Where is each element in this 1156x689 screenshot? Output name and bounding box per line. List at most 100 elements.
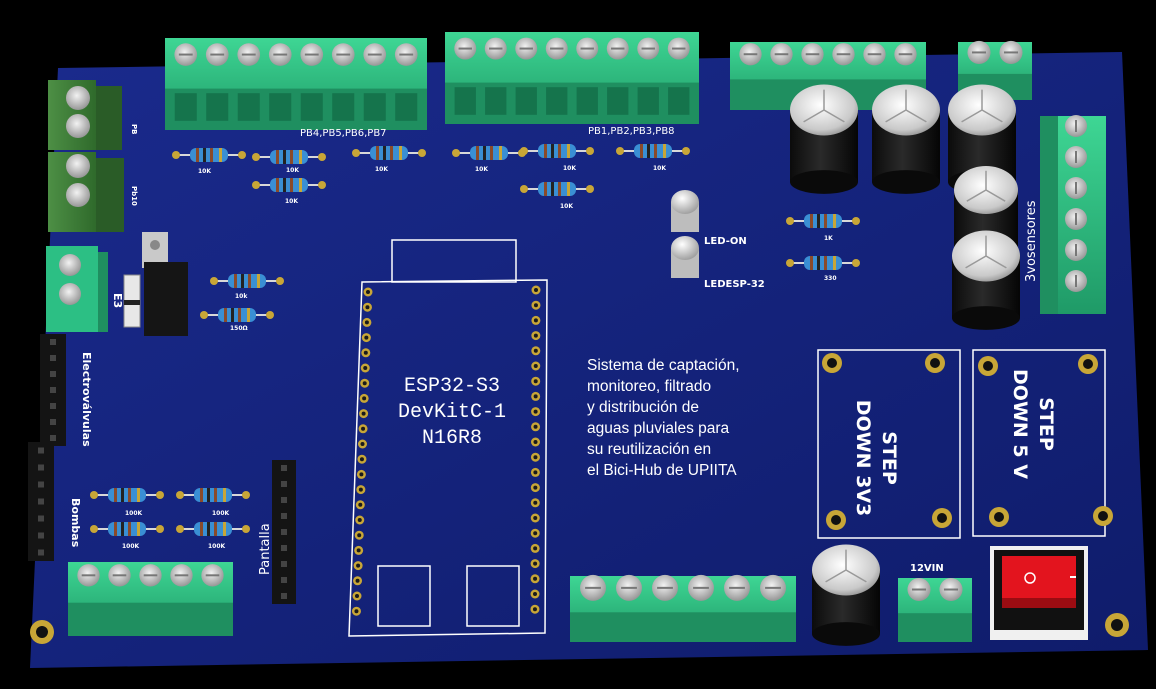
esp32-pin-hole (533, 379, 538, 384)
resistor-pad (176, 491, 184, 499)
esp32-pin-hole (533, 485, 538, 490)
header-pantalla (272, 460, 296, 604)
resistor-band (283, 178, 286, 192)
resistor-band (567, 182, 570, 196)
step-down-outlines (817, 349, 1106, 539)
resistor-band (558, 144, 561, 158)
resistor-pad (318, 181, 326, 189)
terminal-block-e3 (46, 246, 108, 332)
esp32-module-title: ESP32-S3 DevKitC-1 N16R8 (372, 374, 532, 452)
esp32-line3: N16R8 (421, 427, 482, 450)
resistor-label-r14: 100K (125, 510, 143, 517)
led-on-label: LED-ON (704, 236, 747, 247)
terminal-slot (237, 93, 260, 121)
terminal-slot (269, 93, 292, 121)
project-description: Sistema de captación, monitoreo, filtrad… (587, 355, 740, 481)
esp32-outline (348, 239, 548, 637)
terminal-slot (576, 87, 598, 115)
esp32-pin-hole (366, 290, 370, 294)
resistor-band (483, 146, 486, 160)
terminal-slot (607, 87, 629, 115)
resistor-band (383, 146, 386, 160)
resistor-pad (252, 181, 260, 189)
resistor-band (200, 488, 203, 502)
esp32-pin-hole (358, 502, 363, 507)
resistor-band (114, 522, 117, 536)
header-pin (50, 403, 56, 409)
resistor-label-r13: 330 (824, 275, 837, 282)
header-pin (38, 498, 44, 505)
esp32-pin-hole (533, 561, 538, 566)
resistor-band (833, 214, 836, 228)
resistor-pad (90, 491, 98, 499)
resistor-band (544, 144, 547, 158)
step-down-pads (822, 353, 1113, 530)
resistor-band (824, 214, 827, 228)
resistor-band (241, 274, 244, 288)
esp32-pin-hole (533, 500, 538, 505)
resistor-pad (520, 185, 528, 193)
header-pin (38, 549, 44, 556)
terminal-front (1040, 116, 1058, 314)
esp32-pin-hole (363, 366, 368, 370)
terminal-slot (332, 93, 355, 121)
resistor-band (137, 488, 140, 502)
esp32-pin-hole (355, 594, 359, 598)
resistor-band (376, 146, 379, 160)
resistor-band (290, 150, 293, 164)
resistor-label-r3: 10K (375, 166, 388, 173)
resistor-body (194, 522, 232, 536)
resistor-pad (418, 149, 426, 157)
resistor-pad (176, 525, 184, 533)
step-5v-line1: STEP (1035, 397, 1057, 451)
resistor-band (200, 522, 203, 536)
esp32-line1: ESP32-S3 (403, 375, 500, 398)
esp32-pin-hole (533, 455, 538, 460)
header-pin (281, 529, 287, 535)
resistor-band (214, 488, 217, 502)
description-line1: Sistema de captación, (587, 357, 740, 374)
esp32-pin-hole (364, 320, 369, 325)
resistor-band (647, 144, 650, 158)
header-pin (38, 447, 44, 454)
led-esp-label: LEDESP-32 (704, 279, 765, 290)
esp32-pin-hole (533, 364, 538, 368)
resistor-band (551, 182, 554, 196)
esp32-pin-hole (533, 318, 538, 323)
resistor-label-r4: 10K (285, 198, 298, 205)
resistor-band (128, 488, 131, 502)
resistor-band (824, 256, 827, 270)
vin-label: 12VIN (910, 563, 944, 574)
step-3v3-line1: STEP (878, 431, 900, 485)
resistor-pad (520, 147, 528, 155)
resistor-band (817, 214, 820, 228)
resistor-pad (616, 147, 624, 155)
resistor-band (490, 146, 493, 160)
resistor-band (203, 148, 206, 162)
esp32-pin-hole (533, 440, 538, 444)
resistor-pad (242, 491, 250, 499)
header-pin (38, 481, 44, 488)
esp32-pin-hole (361, 426, 366, 431)
terminal-block-12vin (898, 578, 972, 642)
header-pin (281, 577, 287, 583)
header-pin (38, 464, 44, 471)
header-bombas (28, 442, 54, 561)
resistor-band (817, 256, 820, 270)
resistor-band (640, 144, 643, 158)
resistor-group (90, 144, 860, 536)
esp32-pin-hole (533, 303, 538, 308)
resistor-pad (586, 147, 594, 155)
esp32-pin-hole (361, 411, 366, 416)
step-5v-line2: DOWN 5 V (1009, 369, 1031, 479)
esp32-pin-hole (363, 350, 368, 355)
description-line2: monitoreo, filtrado (587, 378, 712, 395)
pcb-board (30, 52, 1148, 668)
resistor-body (370, 146, 408, 160)
sensors-label: 3vosensores (1024, 200, 1039, 283)
description-line4: aguas pluviales para (587, 420, 730, 437)
terminal-front (570, 612, 796, 642)
resistor-band (499, 146, 502, 160)
e3-label: E3 (111, 293, 124, 309)
led-esp32 (671, 236, 699, 278)
